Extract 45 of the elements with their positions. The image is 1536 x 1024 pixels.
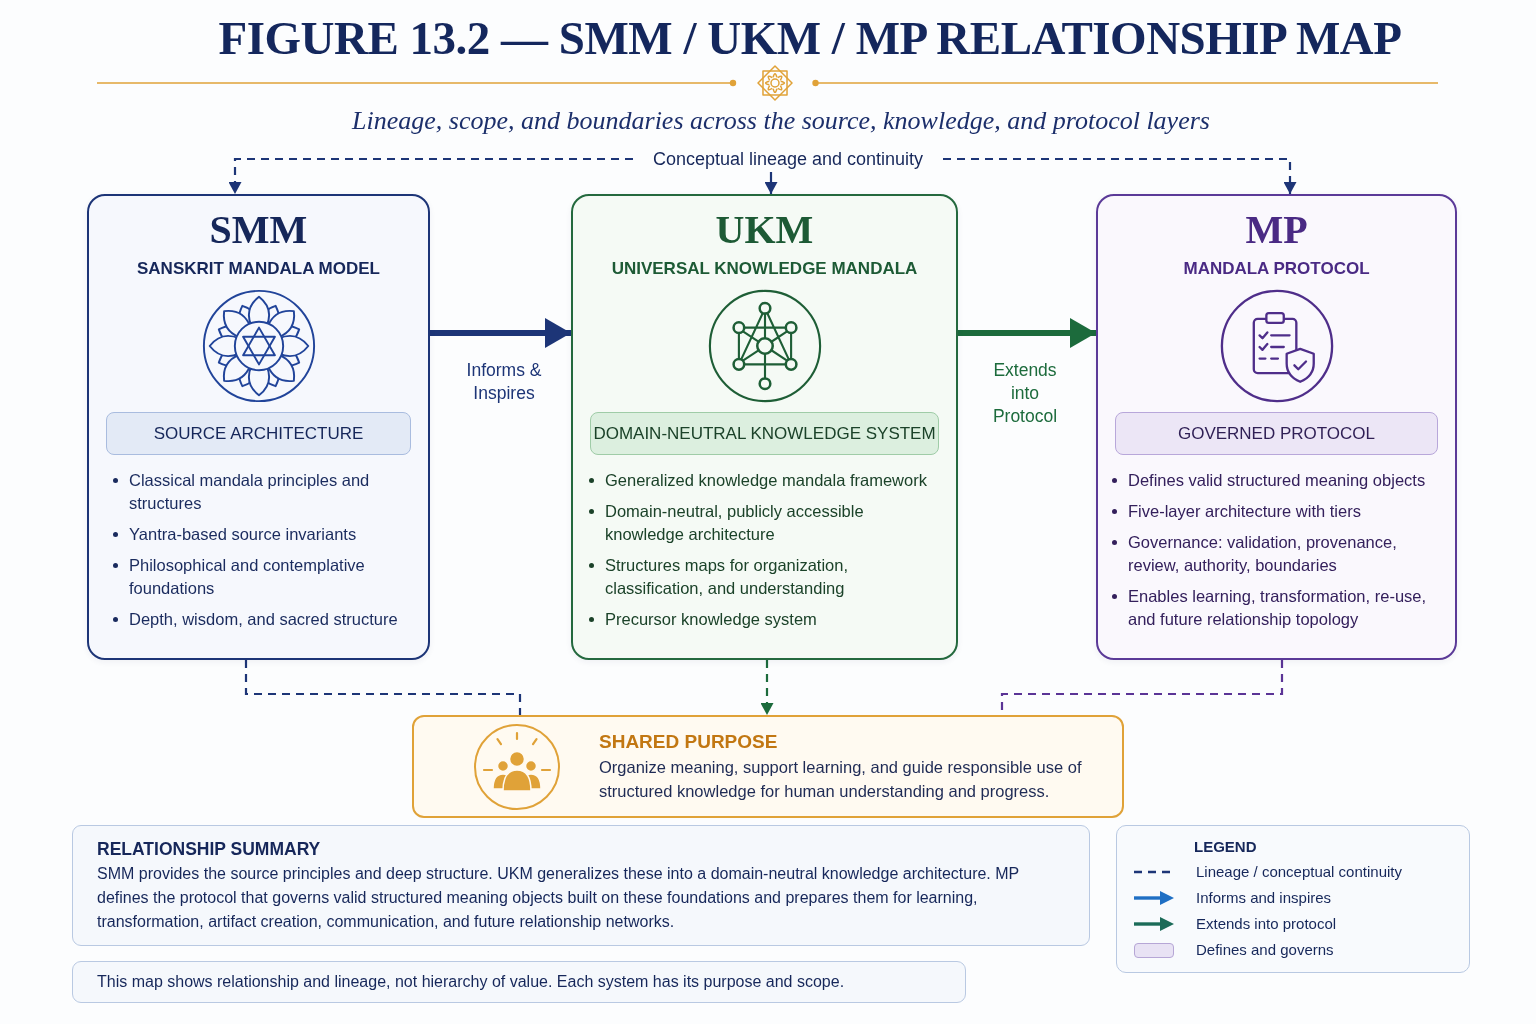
system-panel [571,194,958,660]
dashed-arrow [760,660,774,715]
legend-title: LEGEND [1194,837,1257,857]
summary-box [72,825,1090,946]
bullet-item: Enables learning, transformation, re-use, and future relationship topology [1112,585,1443,631]
purpose-heading: SHARED PURPOSE [599,729,778,754]
subtitle: Lineage, scope, and boundaries across the source, knowledge, and protocol layers [352,105,1210,137]
thick-arrow [430,318,571,348]
dashed-arrow [943,157,1297,194]
note-box: This map shows relationship and lineage, not hierarchy of value. Each system has its purpose and scope. [72,961,966,1003]
panel-subheading: SANSKRIT MANDALA MODEL [137,258,380,280]
dashed-line [244,660,522,715]
bullet-item: Yantra-based source invariants [113,523,416,546]
summary-heading: RELATIONSHIP SUMMARY [97,838,321,861]
purpose-box [412,715,1124,818]
figure-title: FIGURE 13.2 — SMM / UKM / MP RELATIONSHIP MAP [218,11,1402,66]
arrow [764,172,778,194]
panel-subheading: UNIVERSAL KNOWLEDGE MANDALA [611,258,918,280]
bullet-item: Depth, wisdom, and sacred structure [113,608,416,631]
purpose-text: Organize meaning, support learning, and guide responsible use of structured knowledge for human understanding and progress. [599,756,1083,802]
legend-text: Defines and governs [1196,940,1334,960]
thick-arrow [958,318,1096,348]
dashed-arrow [228,157,633,194]
bullet-item: Five-layer architecture with tiers [1112,500,1443,523]
category-banner: GOVERNED PROTOCOL [1115,412,1438,455]
legend-text: Extends into protocol [1196,914,1337,934]
legend-text: Informs and inspires [1196,888,1332,908]
panel-heading: SMM [209,210,308,250]
bullet-item: Philosophical and contemplative foundations [113,554,416,600]
panel-heading: UKM [715,210,814,250]
bullet-item: Governance: validation, provenance, review, authority, boundaries [1112,531,1443,577]
panel-subheading: MANDALA PROTOCOL [1183,258,1370,280]
bullet-item: Structures maps for organization, classification, and understanding [589,554,944,600]
summary-text: SMM provides the source principles and deep structure. UKM generalizes these into a domain-neutral knowledge architecture. MP defines the protocol that governs valid structured meaning objects built on these foundations and prepares them for learning, transformation, artifact creation, communication, and future relationship networks. [97,864,1020,932]
bullet-item: Precursor knowledge system [589,608,944,631]
bullet-item: Generalized knowledge mandala framework [589,469,944,492]
bullet-item: Defines valid structured meaning objects [1112,469,1443,492]
legend-text: Lineage / conceptual continuity [1196,862,1402,882]
bullet-item: Classical mandala principles and structures [113,469,416,515]
category-banner: DOMAIN-NEUTRAL KNOWLEDGE SYSTEM [590,412,939,455]
system-panel [1096,194,1457,660]
category-banner: SOURCE ARCHITECTURE [106,412,411,455]
system-panel [87,194,430,660]
panel-heading: MP [1245,210,1308,250]
bullet-item: Domain-neutral, publicly accessible knowledge architecture [589,500,944,546]
